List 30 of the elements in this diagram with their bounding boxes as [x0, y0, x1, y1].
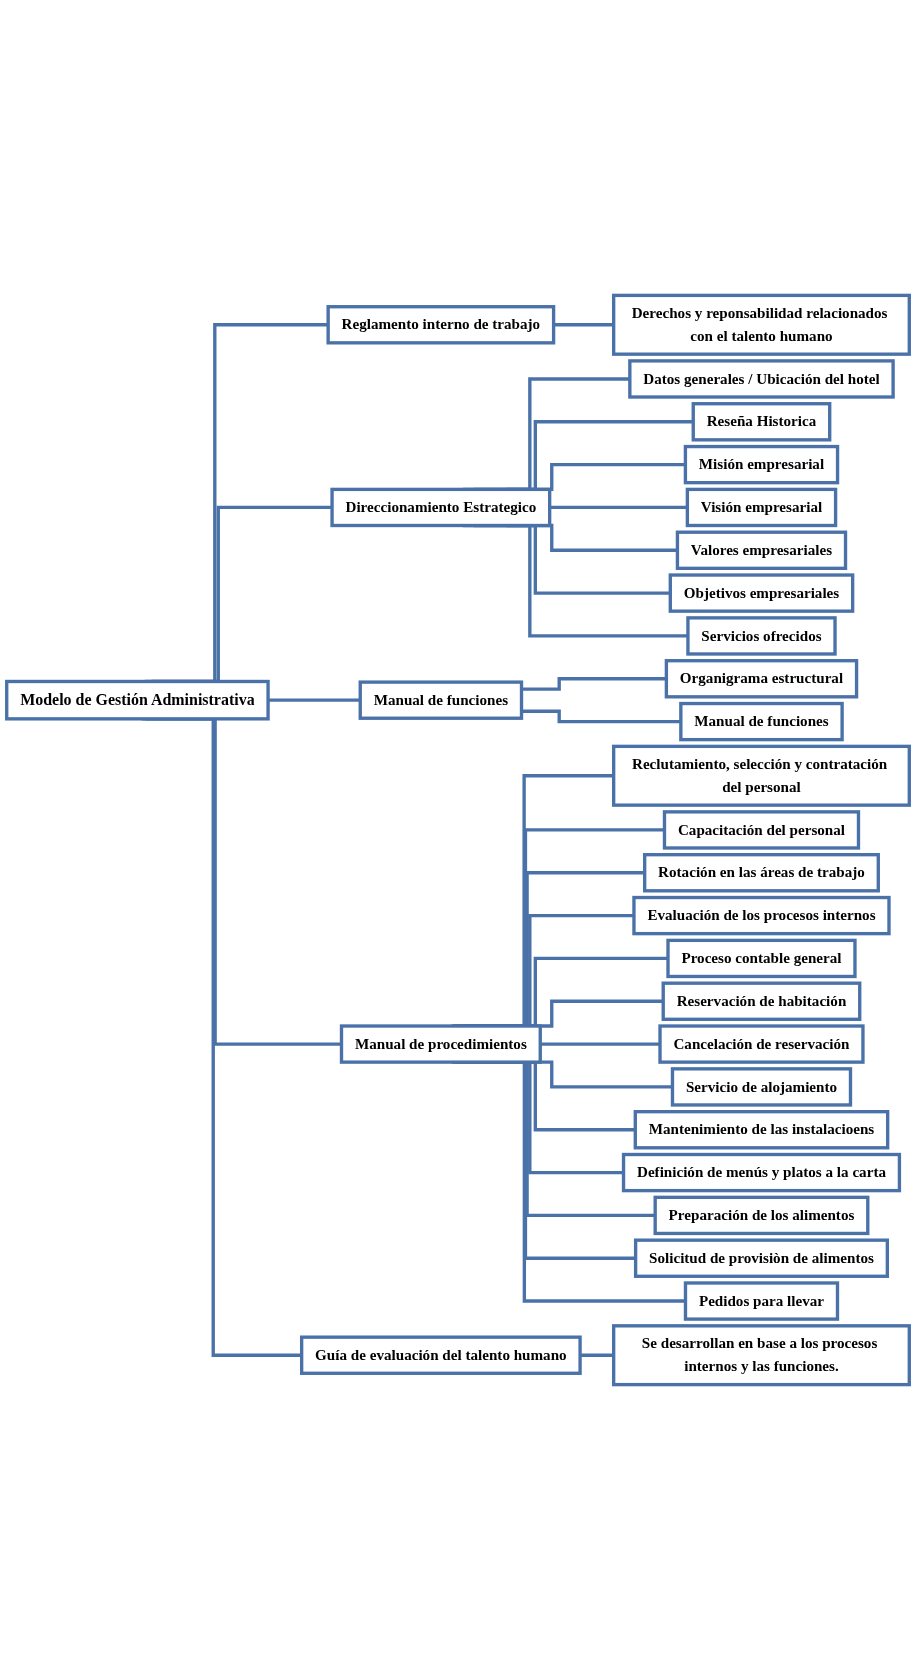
node-box: Cancelación de reservación: [658, 1024, 865, 1064]
node-box: Misión empresarial: [683, 444, 840, 485]
node-box: Servicios ofrecidos: [686, 616, 837, 656]
node-box: Objetivos empresariales: [668, 573, 855, 613]
node-box: Direccionamiento Estrategico: [330, 487, 552, 528]
node-box: Manual de procedimientos: [339, 1024, 542, 1064]
node-box: Servicio de alojamiento: [670, 1067, 853, 1107]
node-box: Reseña Historica: [691, 402, 832, 442]
node-box: Manual de funciones: [358, 680, 524, 720]
node-box: Valores empresariales: [675, 530, 848, 570]
node-box: Organigrama estructural: [664, 659, 859, 699]
node-box: Reservación de habitación: [661, 981, 862, 1021]
node-box: Pedidos para llevar: [683, 1281, 840, 1321]
node-box: Manual de funciones: [679, 701, 844, 742]
node-box: Se desarrollan en base a los procesos internos y las funciones.: [612, 1324, 911, 1387]
node-box: Rotación en las áreas de trabajo: [643, 853, 880, 893]
node-box: Definición de menús y platos a la carta: [621, 1152, 902, 1193]
node-box: Visión empresarial: [685, 487, 838, 528]
node-box: Derechos y reponsabilidad relacionados con el talento humano: [612, 293, 911, 356]
node-box: Guía de evaluación del talento humano: [300, 1335, 582, 1375]
node-box: Solicitud de provisiòn de alimentos: [633, 1238, 889, 1278]
node-box: Modelo de Gestión Administrativa: [5, 679, 270, 721]
node-box: Mantenimiento de las instalacioens: [633, 1110, 890, 1150]
node-box: Reglamento interno de trabajo: [326, 305, 556, 345]
node-box: Preparación de los alimentos: [653, 1195, 870, 1236]
node-box: Evaluación de los procesos internos: [632, 895, 891, 936]
node-box: Capacitación del personal: [662, 810, 861, 850]
node-box: Datos generales / Ubicación del hotel: [628, 359, 895, 399]
node-box: Reclutamiento, selección y contratación del personal: [612, 744, 911, 807]
node-box: Proceso contable general: [666, 938, 857, 979]
